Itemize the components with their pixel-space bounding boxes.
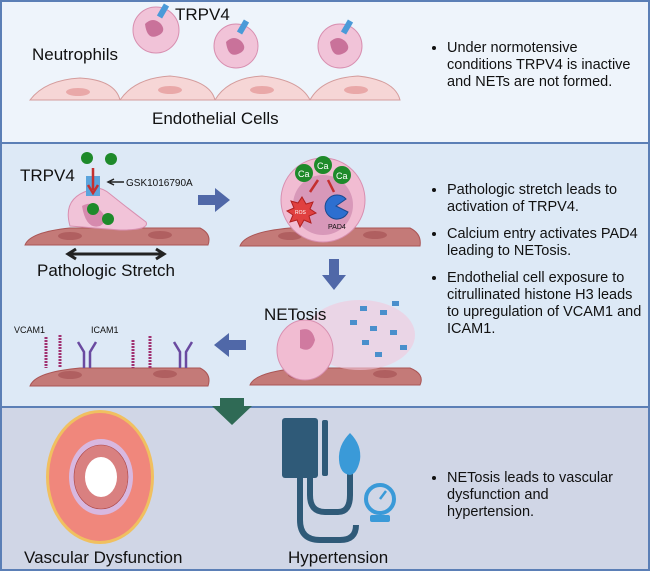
vcam1-molecules (44, 335, 152, 368)
label-ca-3: Ca (336, 171, 348, 181)
bullet-item: Pathologic stretch leads to activation o… (447, 182, 642, 216)
bullet-item: Endothelial cell exposure to citrullinat… (447, 270, 642, 338)
endothelial-layer-step4 (29, 367, 210, 387)
label-ros: ROS (295, 210, 307, 216)
calcium-ions-step1 (81, 152, 117, 225)
icam1-molecules (76, 341, 194, 368)
label-netosis: NETosis (264, 305, 326, 324)
label-gsk1016790a: GSK1016790A (126, 178, 193, 189)
citrullinated-histones (350, 301, 407, 357)
label-ca-2: Ca (317, 161, 329, 171)
bullets-top: Under normotensive conditions TRPV4 is i… (427, 40, 637, 101)
pad4-icon (324, 194, 349, 220)
endothelial-layer-top (28, 75, 401, 101)
calcium-influx-arrow (86, 168, 100, 196)
calcium-ions-step2 (295, 156, 351, 184)
label-pathologic-stretch: Pathologic Stretch (37, 261, 175, 280)
label-trpv4-mid: TRPV4 (20, 166, 75, 185)
label-endothelial-cells: Endothelial Cells (152, 109, 279, 128)
bullet-item: Calcium entry activates PAD4 leading to … (447, 226, 642, 260)
arrow-down-green (212, 398, 252, 425)
label-vcam1: VCAM1 (14, 325, 45, 335)
panel-top (0, 0, 650, 144)
label-icam1: ICAM1 (91, 325, 119, 335)
label-pad4: PAD4 (328, 224, 346, 231)
label-trpv4-top: TRPV4 (175, 5, 230, 24)
label-ca-1: Ca (298, 169, 310, 179)
stretch-double-arrow (65, 247, 167, 261)
label-neutrophils: Neutrophils (32, 45, 118, 64)
blood-vessel-cross-section (46, 410, 154, 544)
bullets-middle: Pathologic stretch leads to activation o… (427, 182, 642, 348)
bullet-item: NETosis leads to vascular dysfunction an… (447, 470, 637, 521)
arrow-down-1 (322, 259, 346, 290)
arrow-right (198, 188, 230, 212)
bullets-bottom: NETosis leads to vascular dysfunction an… (427, 470, 637, 531)
endothelial-layer-step1 (24, 227, 210, 246)
neutrophils-top (132, 3, 363, 69)
label-hypertension: Hypertension (288, 548, 388, 567)
blood-pressure-monitor-icon (282, 418, 396, 543)
ros-icon (285, 196, 318, 229)
label-vascular-dysfunction: Vascular Dysfunction (24, 548, 182, 567)
bullet-item: Under normotensive conditions TRPV4 is i… (447, 40, 637, 91)
netosing-neutrophil (276, 319, 334, 381)
arrow-left (214, 333, 246, 357)
